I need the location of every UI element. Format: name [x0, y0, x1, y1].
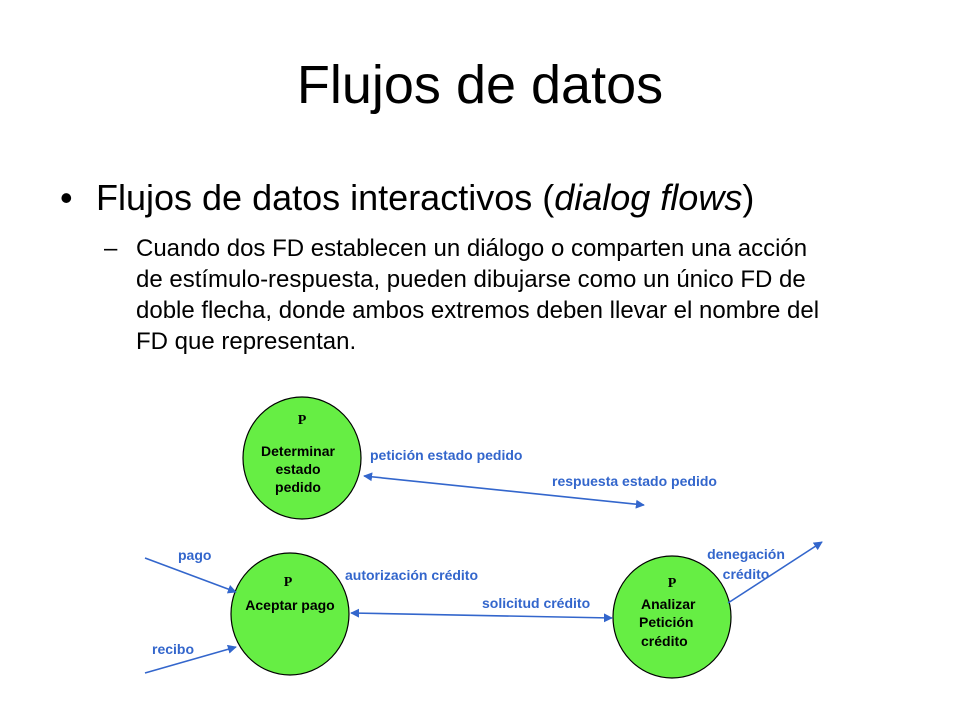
process-circle-aceptar-pago	[230, 552, 350, 676]
bullet-text-start: Flujos de datos interactivos (	[96, 177, 555, 218]
bullet-text: Flujos de datos interactivos (dialog flo…	[96, 178, 754, 218]
dialog-flow-estado-pedido	[363, 472, 645, 509]
sub-bullet-line-2: de estímulo-respuesta, pueden dibujarse …	[136, 266, 806, 293]
process-label: Petición	[639, 614, 693, 630]
process-circle-determinar	[242, 396, 362, 520]
flow-denegacion	[727, 541, 823, 604]
bullet-text-end: )	[742, 177, 755, 218]
flow-label-denegacion: crédito	[723, 566, 770, 582]
process-label: estado	[275, 461, 320, 477]
process-marker: P	[284, 575, 293, 590]
flow-label-peticion-estado: petición estado pedido	[370, 447, 522, 463]
flow-label-denegacion: denegación	[707, 546, 785, 562]
process-marker: P	[298, 413, 307, 428]
flow-label-respuesta-estado: respuesta estado pedido	[552, 473, 717, 489]
sub-bullet-line-4: FD que representan.	[136, 328, 357, 355]
sub-bullet-line-3: doble flecha, donde ambos extremos deben…	[136, 297, 820, 324]
bullet-symbol: •	[60, 177, 73, 218]
slide-title: Flujos de datos	[296, 55, 664, 115]
process-circle-analizar	[612, 555, 732, 679]
flow-label-autorizacion: autorización crédito	[345, 567, 478, 583]
flow-recibo	[144, 644, 237, 674]
sub-bullet-symbol: –	[104, 235, 118, 262]
sub-bullet-text: Cuando dos FD establecen un diálogo o co…	[136, 233, 916, 357]
process-label: Aceptar pago	[245, 597, 334, 613]
sub-bullet-line-1: Cuando dos FD establecen un diálogo o co…	[136, 235, 808, 262]
process-marker: P	[668, 576, 677, 591]
process-label: Determinar	[261, 443, 335, 459]
process-label: crédito	[641, 633, 688, 649]
flow-label-pago: pago	[178, 547, 211, 563]
flow-label-solicitud: solicitud crédito	[482, 595, 590, 611]
process-label: pedido	[275, 479, 321, 495]
bullet-text-italic: dialog flows	[554, 177, 743, 218]
process-label: Analizar	[641, 596, 696, 612]
flow-pago	[144, 557, 237, 594]
dialog-flow-credito	[350, 608, 613, 623]
flow-label-recibo: recibo	[152, 641, 194, 657]
